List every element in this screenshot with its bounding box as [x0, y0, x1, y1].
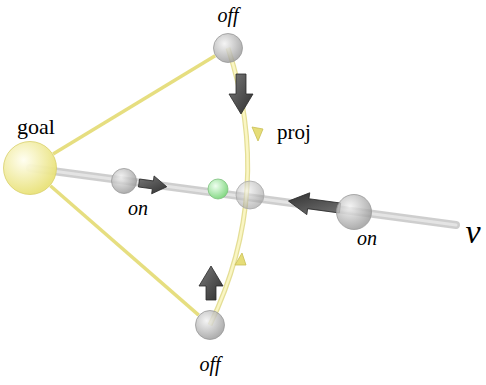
sphere-shape [195, 310, 225, 340]
sphere [196, 311, 225, 340]
projection-label: proj [277, 121, 311, 144]
goal-line [50, 186, 198, 315]
motion-arrow [287, 190, 341, 219]
node-label: goal [17, 115, 55, 139]
arc-arrowhead [252, 127, 263, 141]
motion-arrow [229, 74, 253, 114]
label-holder: off [199, 353, 220, 375]
label-holder: off [217, 4, 238, 26]
node-label: off [199, 353, 220, 375]
projected-point [208, 179, 228, 199]
label-holder: ν [465, 213, 480, 250]
sphere-shape [3, 141, 57, 195]
sphere-node: off [213, 33, 243, 63]
sphere-shape [336, 194, 372, 230]
label-holder: goal [17, 115, 55, 139]
projection-sphere [236, 181, 264, 209]
label-holder: on [357, 227, 377, 249]
goal-line [53, 56, 215, 154]
motion-arrow [199, 266, 223, 300]
label-holder: proj [277, 121, 311, 144]
sphere-node: on [336, 194, 372, 230]
axis-label: ν [465, 213, 480, 250]
motion-arrow [138, 174, 168, 196]
arc-arrowhead [235, 253, 246, 265]
node-label: on [357, 227, 377, 249]
sphere-node: off [195, 310, 225, 340]
sphere-node: goal [3, 141, 57, 195]
sphere [337, 195, 372, 230]
sphere-shape [111, 168, 137, 194]
sphere [214, 34, 243, 63]
label-holder: on [128, 197, 148, 219]
node-label: on [128, 197, 148, 219]
sphere [112, 169, 137, 194]
sphere-node: on [111, 168, 137, 194]
sphere [4, 142, 57, 195]
sphere-shape [213, 33, 243, 63]
node-label: off [217, 4, 238, 26]
